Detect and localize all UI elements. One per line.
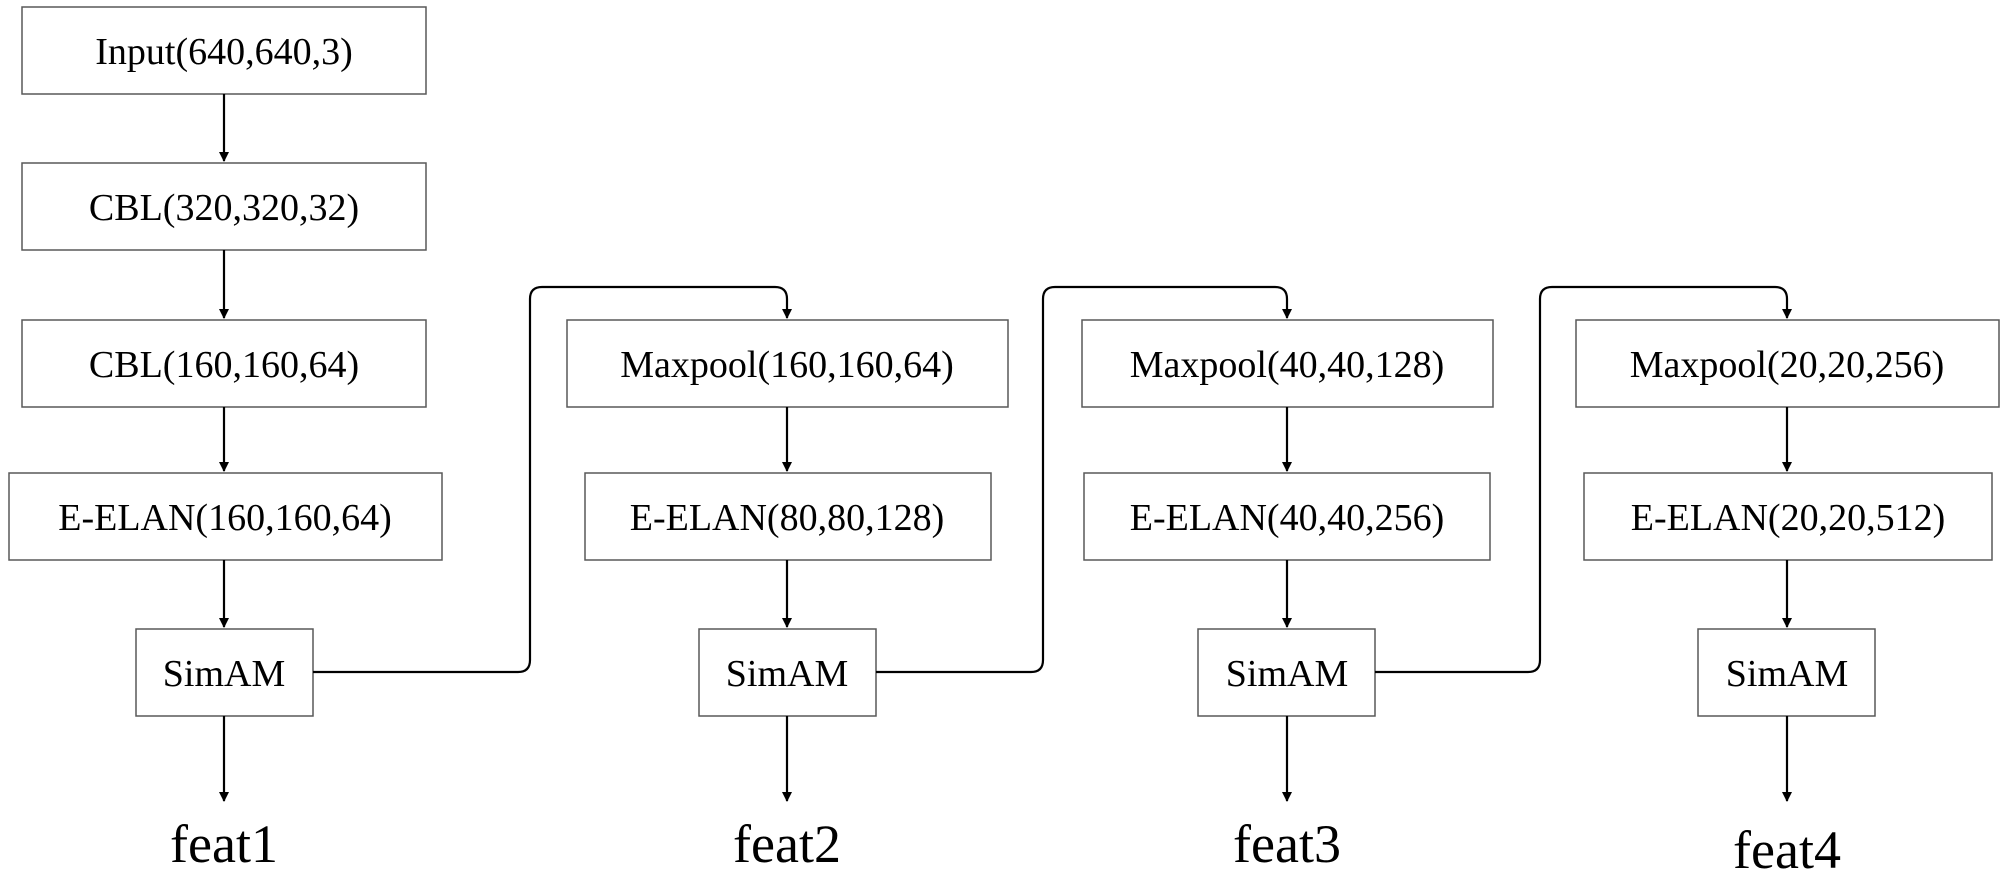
maxpool-block-2: Maxpool(160,160,64) xyxy=(566,319,1009,408)
maxpool-block-3: Maxpool(40,40,128) xyxy=(1081,319,1494,408)
maxpool-block-4-label: Maxpool(20,20,256) xyxy=(1630,344,1945,386)
simam-block-1-label: SimAM xyxy=(163,653,285,695)
simam-block-1: SimAM xyxy=(135,628,314,717)
feat4-label: feat4 xyxy=(1733,820,1841,880)
cbl-block-1-label: CBL(320,320,32) xyxy=(89,187,359,229)
eelan-block-1: E-ELAN(160,160,64) xyxy=(8,472,443,561)
cbl-block-2-label: CBL(160,160,64) xyxy=(89,344,359,386)
maxpool-block-2-label: Maxpool(160,160,64) xyxy=(620,344,954,386)
simam-block-2-label: SimAM xyxy=(726,653,848,695)
feat3-label: feat3 xyxy=(1233,814,1341,874)
simam-block-3-label: SimAM xyxy=(1226,653,1348,695)
cbl-block-1: CBL(320,320,32) xyxy=(21,162,427,251)
feat1-label: feat1 xyxy=(170,814,278,874)
eelan-block-1-label: E-ELAN(160,160,64) xyxy=(58,497,391,539)
cbl-block-2: CBL(160,160,64) xyxy=(21,319,427,408)
input-block-label: Input(640,640,3) xyxy=(95,31,353,73)
maxpool-block-4: Maxpool(20,20,256) xyxy=(1575,319,2000,408)
eelan-block-4-label: E-ELAN(20,20,512) xyxy=(1631,497,1945,539)
maxpool-block-3-label: Maxpool(40,40,128) xyxy=(1130,344,1445,386)
simam-block-2: SimAM xyxy=(698,628,877,717)
eelan-block-3: E-ELAN(40,40,256) xyxy=(1083,472,1491,561)
eelan-block-2: E-ELAN(80,80,128) xyxy=(584,472,992,561)
input-block: Input(640,640,3) xyxy=(21,6,427,95)
feat2-label: feat2 xyxy=(733,814,841,874)
simam-block-4-label: SimAM xyxy=(1726,653,1848,695)
simam-block-3: SimAM xyxy=(1197,628,1376,717)
eelan-block-2-label: E-ELAN(80,80,128) xyxy=(630,497,944,539)
connector-simam2-to-maxpool3 xyxy=(876,285,1292,674)
simam-block-4: SimAM xyxy=(1697,628,1876,717)
eelan-block-4: E-ELAN(20,20,512) xyxy=(1583,472,1993,561)
eelan-block-3-label: E-ELAN(40,40,256) xyxy=(1130,497,1444,539)
connector-simam1-to-maxpool2 xyxy=(313,285,792,674)
connector-simam3-to-maxpool4 xyxy=(1375,285,1792,674)
